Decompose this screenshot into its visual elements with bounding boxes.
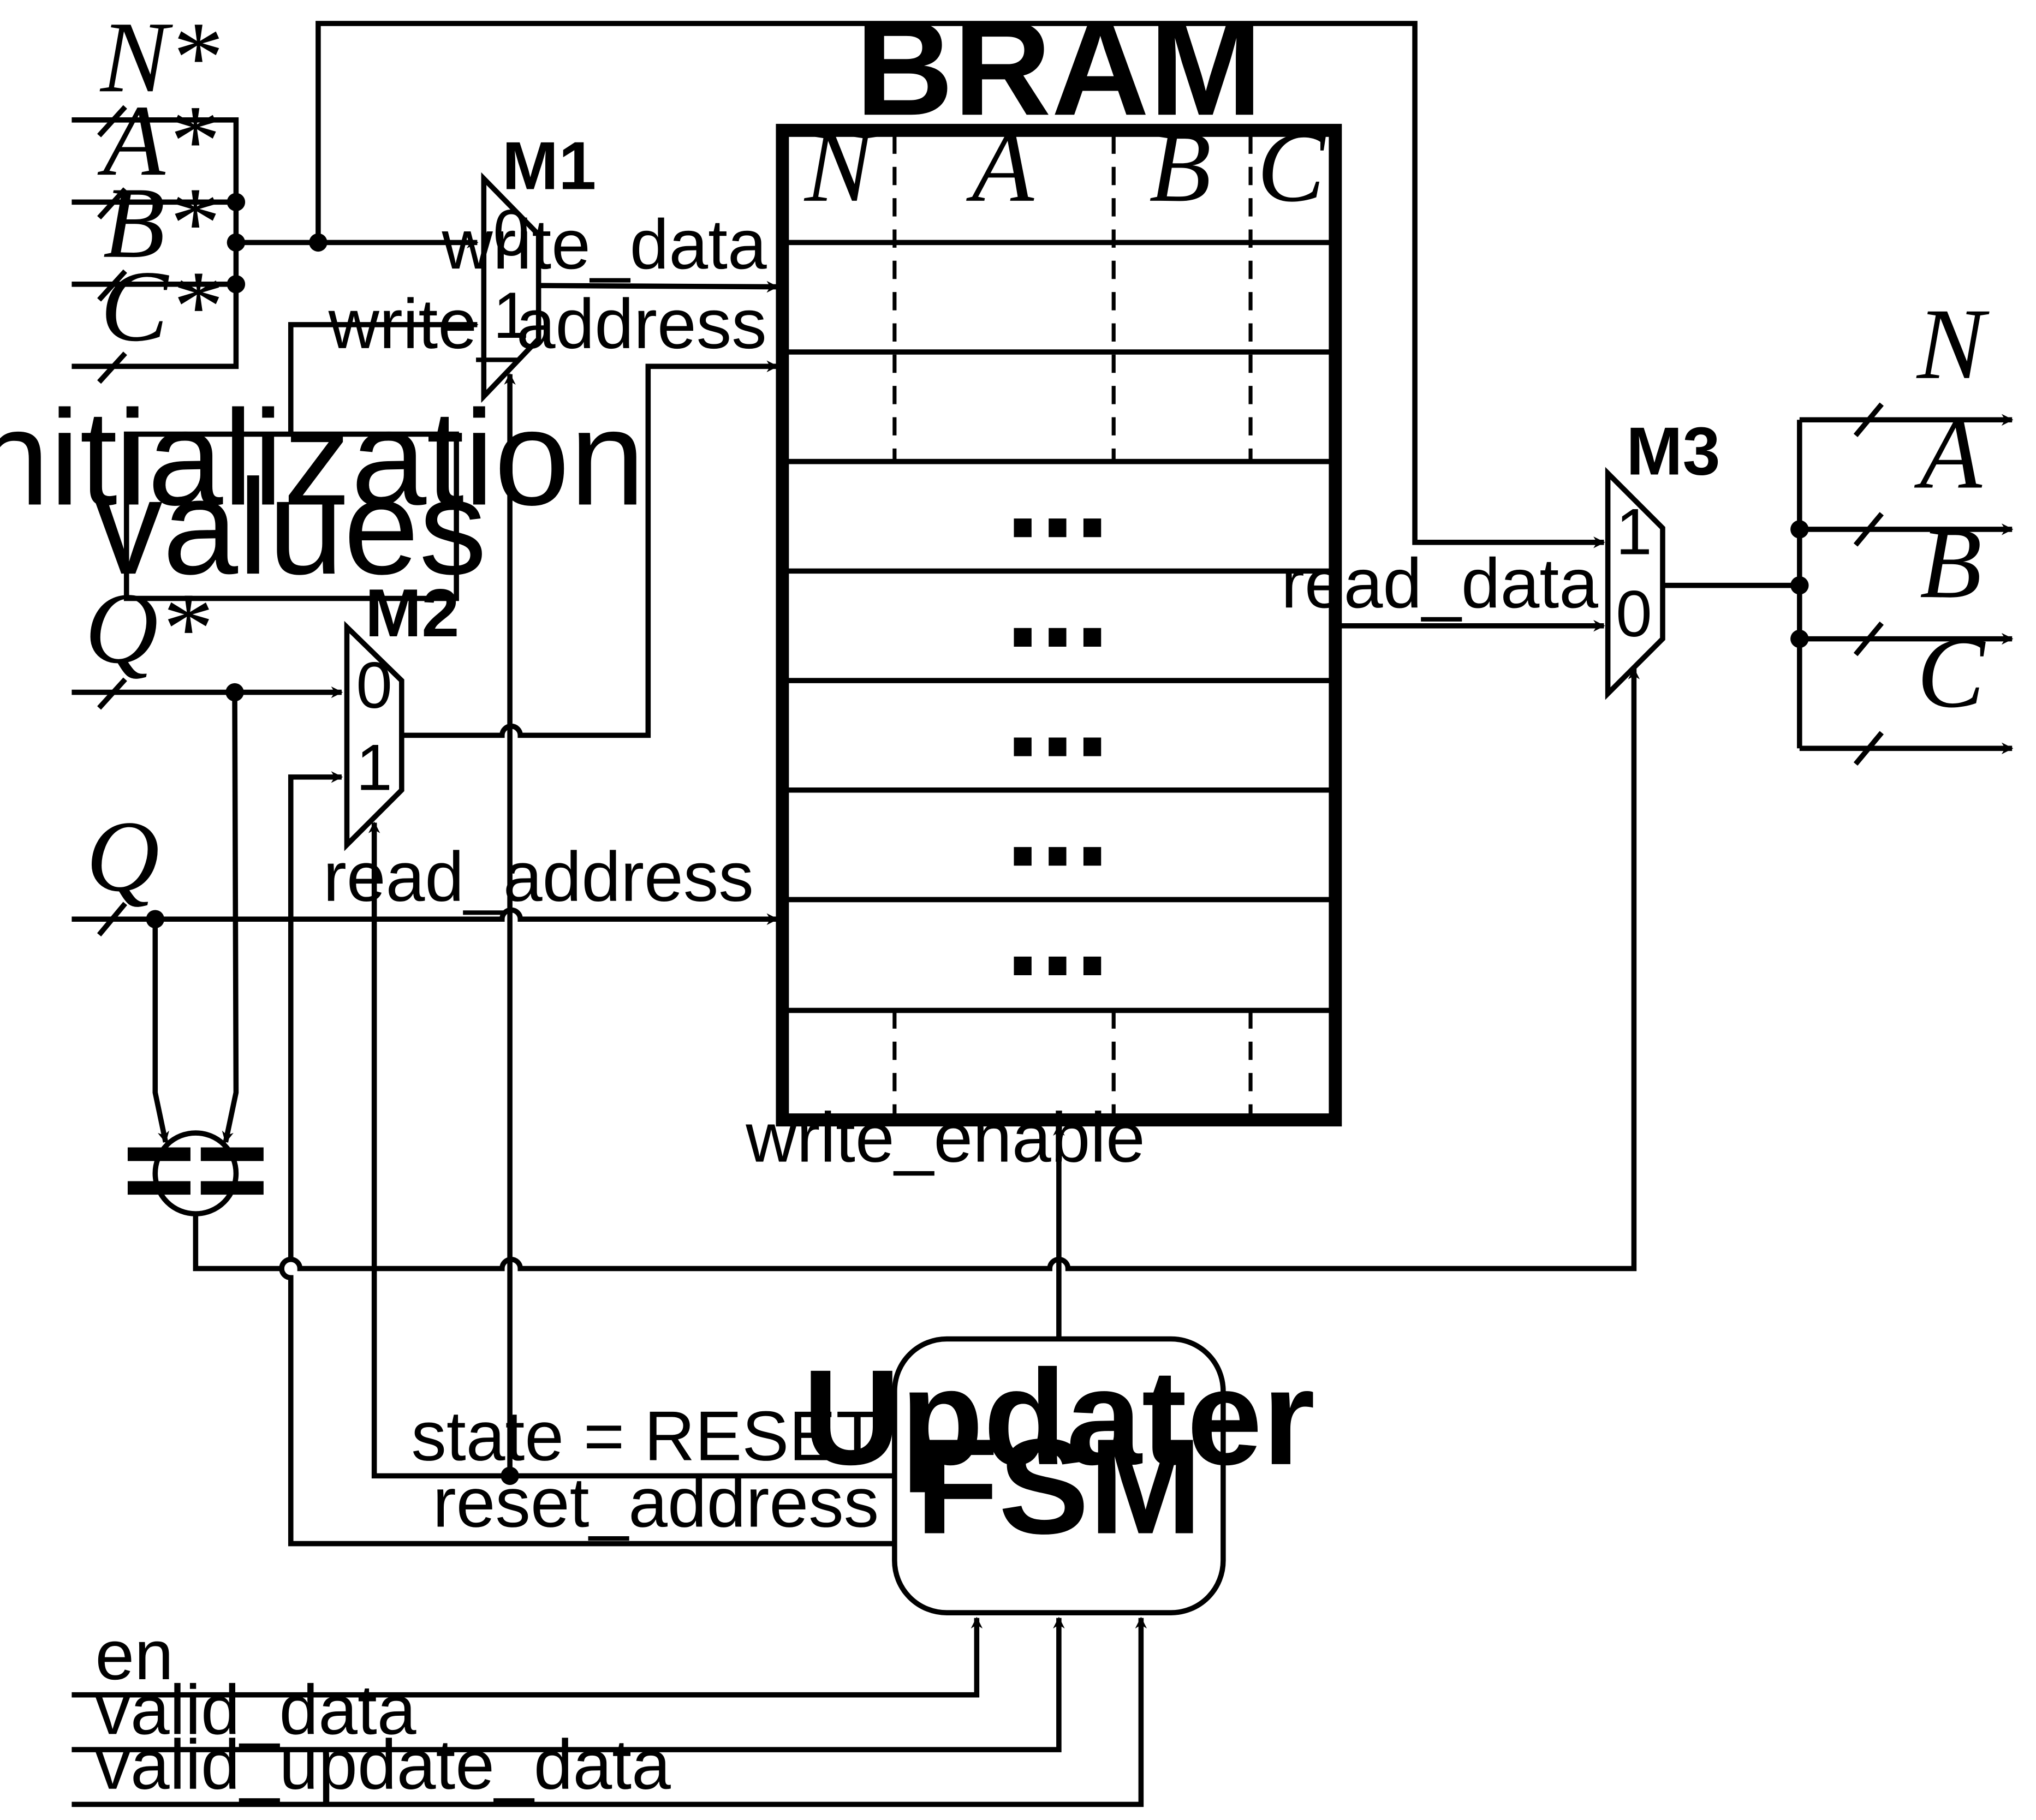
valid-update-data-label: valid_update_data — [95, 1726, 671, 1804]
mux-m3-in1: 1 — [1616, 496, 1652, 568]
input-label-b-star: B* — [103, 167, 217, 279]
q-star-to-comparator — [222, 692, 239, 1143]
bram-field-c: C — [1257, 111, 1326, 223]
mux-m2-in1: 1 — [356, 732, 392, 804]
valid-data-label: valid_data — [95, 1670, 416, 1749]
fsm-line2: FSM — [916, 1410, 1202, 1562]
write-enable-label: write_enable — [745, 1099, 1145, 1177]
junction-dot — [227, 275, 246, 294]
state-reset-wire — [368, 821, 895, 1479]
write-address-wire — [401, 360, 778, 738]
bypass-wire — [315, 21, 1605, 548]
q-to-comparator — [152, 919, 169, 1143]
reset-address-label: reset_address — [433, 1464, 879, 1542]
bram-field-b: B — [1149, 111, 1211, 223]
mux-m2: M2 0 1 — [344, 576, 460, 851]
init-values-line2: values — [95, 451, 487, 602]
output-bus: N A B C — [1662, 288, 2014, 766]
comparator-output-wire — [193, 667, 1640, 1272]
output-label-b: B — [1920, 507, 1982, 619]
bram-ellipsis: ... — [1005, 423, 1110, 564]
bram-ellipsis: ... — [1005, 862, 1110, 1002]
state-reset-label: state = RESET — [411, 1397, 879, 1476]
init-values-line1: Initialization — [0, 382, 645, 534]
output-label-a: A — [1914, 397, 1983, 510]
mux-m2-label: M2 — [365, 576, 460, 651]
input-label-n-star: N* — [99, 1, 219, 114]
input-label-a-star: A* — [97, 85, 217, 197]
input-label-q-star: Q* — [85, 572, 210, 685]
updater-fsm: Updater FSM — [803, 1336, 1315, 1615]
mux-m1: M1 0 1 — [481, 128, 597, 403]
input-label-q: Q — [86, 801, 160, 913]
bram-field-n: N — [803, 111, 877, 223]
junction-dot — [227, 233, 246, 252]
read-address-label: read_address — [323, 838, 754, 916]
mux-m3-in0: 0 — [1616, 578, 1652, 651]
mux-m1-in1: 1 — [493, 279, 529, 352]
fsm-inputs: en valid_data valid_update_data — [72, 1616, 1147, 1807]
mux-m2-in0: 0 — [356, 649, 392, 722]
input-q-star: Q* — [72, 572, 343, 710]
mux-m3: M3 1 0 — [1605, 414, 1721, 700]
en-label: en — [95, 1616, 173, 1694]
write-data-label: write_data — [442, 205, 767, 284]
bram-block: BRAM N A B C ... ... ... ... ... — [776, 0, 1342, 1127]
bram-ellipsis: ... — [1005, 643, 1110, 783]
input-label-c-star: C* — [100, 250, 219, 363]
junction-dot — [227, 193, 246, 212]
bram-ellipsis: ... — [1005, 533, 1110, 673]
output-label-n: N — [1916, 288, 1990, 401]
junction-dot — [501, 1466, 519, 1485]
read-data-label: read_data — [1281, 544, 1598, 623]
reset-address-wire — [279, 771, 895, 1547]
bram-title: BRAM — [855, 0, 1262, 144]
write-address-label: write_address — [328, 285, 767, 363]
mux-m1-label: M1 — [502, 128, 597, 204]
bram-field-a: A — [966, 111, 1034, 223]
mux-m3-label: M3 — [1626, 414, 1721, 490]
output-label-c: C — [1917, 617, 1986, 729]
comparator: == — [122, 1099, 269, 1239]
fsm-line1: Updater — [803, 1341, 1315, 1493]
write-data-wire — [538, 281, 778, 293]
input-bus-nabc: N* A* B* C* — [72, 1, 479, 384]
init-values-box: Initialization values — [0, 319, 645, 602]
bram-ellipsis: ... — [1005, 752, 1110, 892]
mux-m1-in0: 0 — [493, 197, 529, 270]
